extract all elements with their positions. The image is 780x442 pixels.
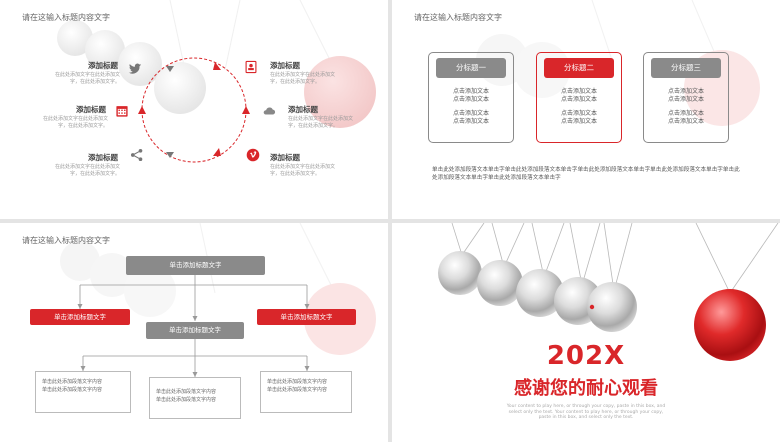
tree-left-node[interactable]: 单击添加标题文字 — [30, 309, 130, 325]
cloud-icon — [263, 107, 276, 115]
item-text: 在此处添加文字在此处添加文字，在此处添加文字。 — [270, 164, 336, 177]
pendulum-background — [57, 0, 376, 128]
slide-1[interactable]: 请在这输入标题内容文字 添加标题 在此处添加文字在此处添加文字，在此处添加文字。… — [0, 0, 388, 219]
tree-connectors — [77, 275, 310, 377]
cycle-diagram — [138, 57, 250, 163]
subtitle-text: Your content to play here, or through yo… — [506, 404, 666, 420]
item-title: 添加标题 — [270, 153, 300, 162]
subtitle-card — [536, 52, 622, 143]
newtons-cradle-illustration — [438, 223, 779, 361]
leaf-line: 单击此处添加段落文字内容 — [267, 379, 328, 385]
item-text: 在此处添加文字在此处添加文字，在此处添加文字。 — [270, 72, 336, 85]
card-line: 点击添加文本 — [667, 110, 704, 117]
arrow-marker — [213, 148, 221, 156]
leaf-line: 单击此处添加段落文字内容 — [267, 387, 328, 393]
arrow-marker — [166, 66, 174, 72]
card-line: 点击添加文本 — [560, 96, 597, 103]
tree-root-node[interactable]: 单击添加标题文字 — [126, 256, 265, 275]
slide-title: 请在这输入标题内容文字 — [414, 13, 502, 22]
contact-card-icon — [245, 60, 257, 74]
item-text: 在此处添加文字在此处添加文字，在此处添加文字。 — [54, 164, 120, 177]
subtitle-tab[interactable]: 分标题二 — [544, 58, 614, 78]
tree-leaf-card[interactable]: 单击此处添加段落文字内容 单击此处添加段落文字内容 — [260, 371, 352, 413]
card-line: 点击添加文本 — [560, 110, 597, 117]
leaf-line: 单击此处添加段落文字内容 — [42, 387, 103, 393]
tree-leaf-card[interactable]: 单击此处添加段落文字内容 单击此处添加段落文字内容 — [35, 371, 131, 413]
slide-title: 请在这输入标题内容文字 — [22, 13, 110, 22]
item-text: 在此处添加文字在此处添加文字，在此处添加文字。 — [42, 116, 108, 129]
item-title: 添加标题 — [270, 61, 300, 70]
tree-right-node[interactable]: 单击添加标题文字 — [257, 309, 356, 325]
body-paragraph[interactable]: 单击此处添加段落文本单击字单击此处添加段落文本单击字单击此处添加段落文本单击字单… — [432, 167, 740, 181]
subtitle-tab[interactable]: 分标题三 — [651, 58, 721, 78]
tree-leaf-card[interactable]: 单击此处添加段落文字内容 单击此处添加段落文字内容 — [149, 377, 241, 419]
item-title: 添加标题 — [88, 153, 118, 162]
vimeo-icon — [246, 148, 260, 162]
card-line: 点击添加文本 — [452, 110, 489, 117]
card-line: 点击添加文本 — [452, 88, 489, 95]
arrow-marker — [213, 62, 221, 70]
item-title: 添加标题 — [88, 61, 118, 70]
item-title: 添加标题 — [288, 105, 318, 114]
share-icon — [130, 148, 143, 162]
twitter-icon — [128, 63, 142, 74]
card-line: 点击添加文本 — [452, 96, 489, 103]
leaf-line: 单击此处添加段落文字内容 — [156, 397, 217, 403]
arrow-marker — [138, 106, 146, 114]
slide-4[interactable]: 202X 感谢您的耐心观看 Your content to play here,… — [392, 223, 780, 442]
slide-title: 请在这输入标题内容文字 — [22, 236, 110, 245]
arrow-marker — [166, 152, 174, 158]
subtitle-tab[interactable]: 分标题一 — [436, 58, 506, 78]
item-text: 在此处添加文字在此处添加文字，在此处添加文字。 — [54, 72, 120, 85]
card-line: 点击添加文本 — [667, 88, 704, 95]
arrow-marker — [242, 106, 250, 114]
item-title: 添加标题 — [76, 105, 106, 114]
year-heading: 202X — [546, 341, 626, 371]
leaf-line: 单击此处添加段落文字内容 — [156, 389, 217, 395]
calendar-icon — [116, 106, 128, 117]
card-line: 点击添加文本 — [667, 118, 704, 125]
thanks-heading: 感谢您的耐心观看 — [514, 378, 658, 399]
card-line: 点击添加文本 — [452, 118, 489, 125]
subtitle-card — [643, 52, 729, 143]
tree-middle-node[interactable]: 单击添加标题文字 — [146, 322, 244, 339]
slide-2[interactable]: 请在这输入标题内容文字 分标题一 点击添加文本 点击添加文本 点击添加文本 点击… — [392, 0, 780, 219]
item-text: 在此处添加文字在此处添加文字，在此处添加文字。 — [288, 116, 354, 129]
card-line: 点击添加文本 — [667, 96, 704, 103]
card-line: 点击添加文本 — [560, 118, 597, 125]
slide-3[interactable]: 请在这输入标题内容文字 单击添加标题文字 单击添加标题文字 单击添加标题文字 单… — [0, 223, 388, 442]
subtitle-card — [428, 52, 514, 143]
leaf-line: 单击此处添加段落文字内容 — [42, 379, 103, 385]
card-line: 点击添加文本 — [560, 88, 597, 95]
